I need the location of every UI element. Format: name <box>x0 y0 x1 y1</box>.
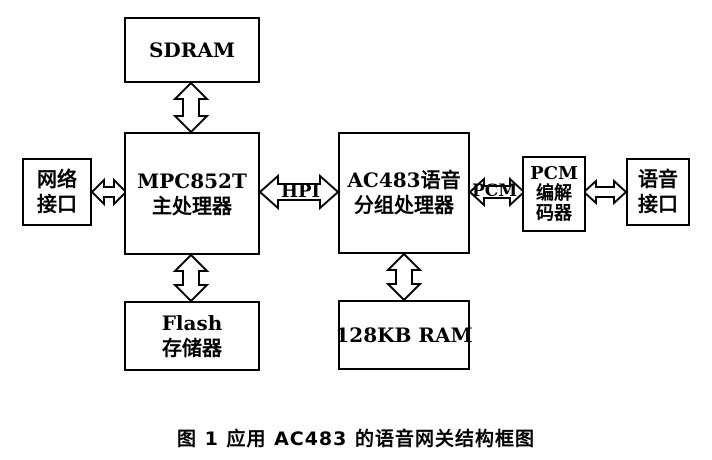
block-ram: 128KB RAM <box>335 300 473 370</box>
arrow-pcm-voice <box>582 178 628 206</box>
edge-label-pcm: PCM <box>472 181 518 201</box>
block-flash-line-2: 存储器 <box>162 336 222 360</box>
block-ac483-line-2: 分组处理器 <box>354 193 454 217</box>
block-sdram-line-1: SDRAM <box>148 37 236 62</box>
block-flash-line-1: Flash <box>161 311 223 335</box>
block-pcm-codec-line-2: 编解 <box>536 182 572 204</box>
block-voice-interface-line-2: 接口 <box>638 192 678 216</box>
block-network-interface: 网络 接口 <box>22 158 92 226</box>
arrow-mpc-flash <box>172 253 210 303</box>
block-pcm-codec: PCM 编解 码器 <box>522 156 586 232</box>
arrow-net-mpc <box>90 177 128 207</box>
block-pcm-codec-line-1: PCM <box>530 162 578 184</box>
block-mpc852t-line-2: 主处理器 <box>152 193 232 218</box>
arrow-ac483-ram <box>385 252 423 302</box>
block-flash: Flash 存储器 <box>124 301 260 371</box>
block-sdram: SDRAM <box>124 17 260 83</box>
edge-label-hpi: HPI <box>281 181 320 202</box>
block-network-interface-line-1: 网络 <box>37 167 77 191</box>
block-ac483: AC483语音 分组处理器 <box>338 132 470 254</box>
arrow-sdram-mpc <box>172 81 210 134</box>
figure-caption: 图 1 应用 AC483 的语音网关结构框图 <box>177 428 535 450</box>
block-pcm-codec-line-3: 码器 <box>536 203 572 225</box>
block-ram-line-1: 128KB RAM <box>335 322 473 347</box>
block-mpc852t: MPC852T 主处理器 <box>124 132 260 255</box>
block-mpc852t-line-1: MPC852T <box>137 168 247 193</box>
block-ac483-line-1: AC483语音 <box>347 168 461 192</box>
block-network-interface-line-2: 接口 <box>37 192 77 216</box>
block-voice-interface-line-1: 语音 <box>638 167 678 191</box>
block-voice-interface: 语音 接口 <box>626 158 690 226</box>
